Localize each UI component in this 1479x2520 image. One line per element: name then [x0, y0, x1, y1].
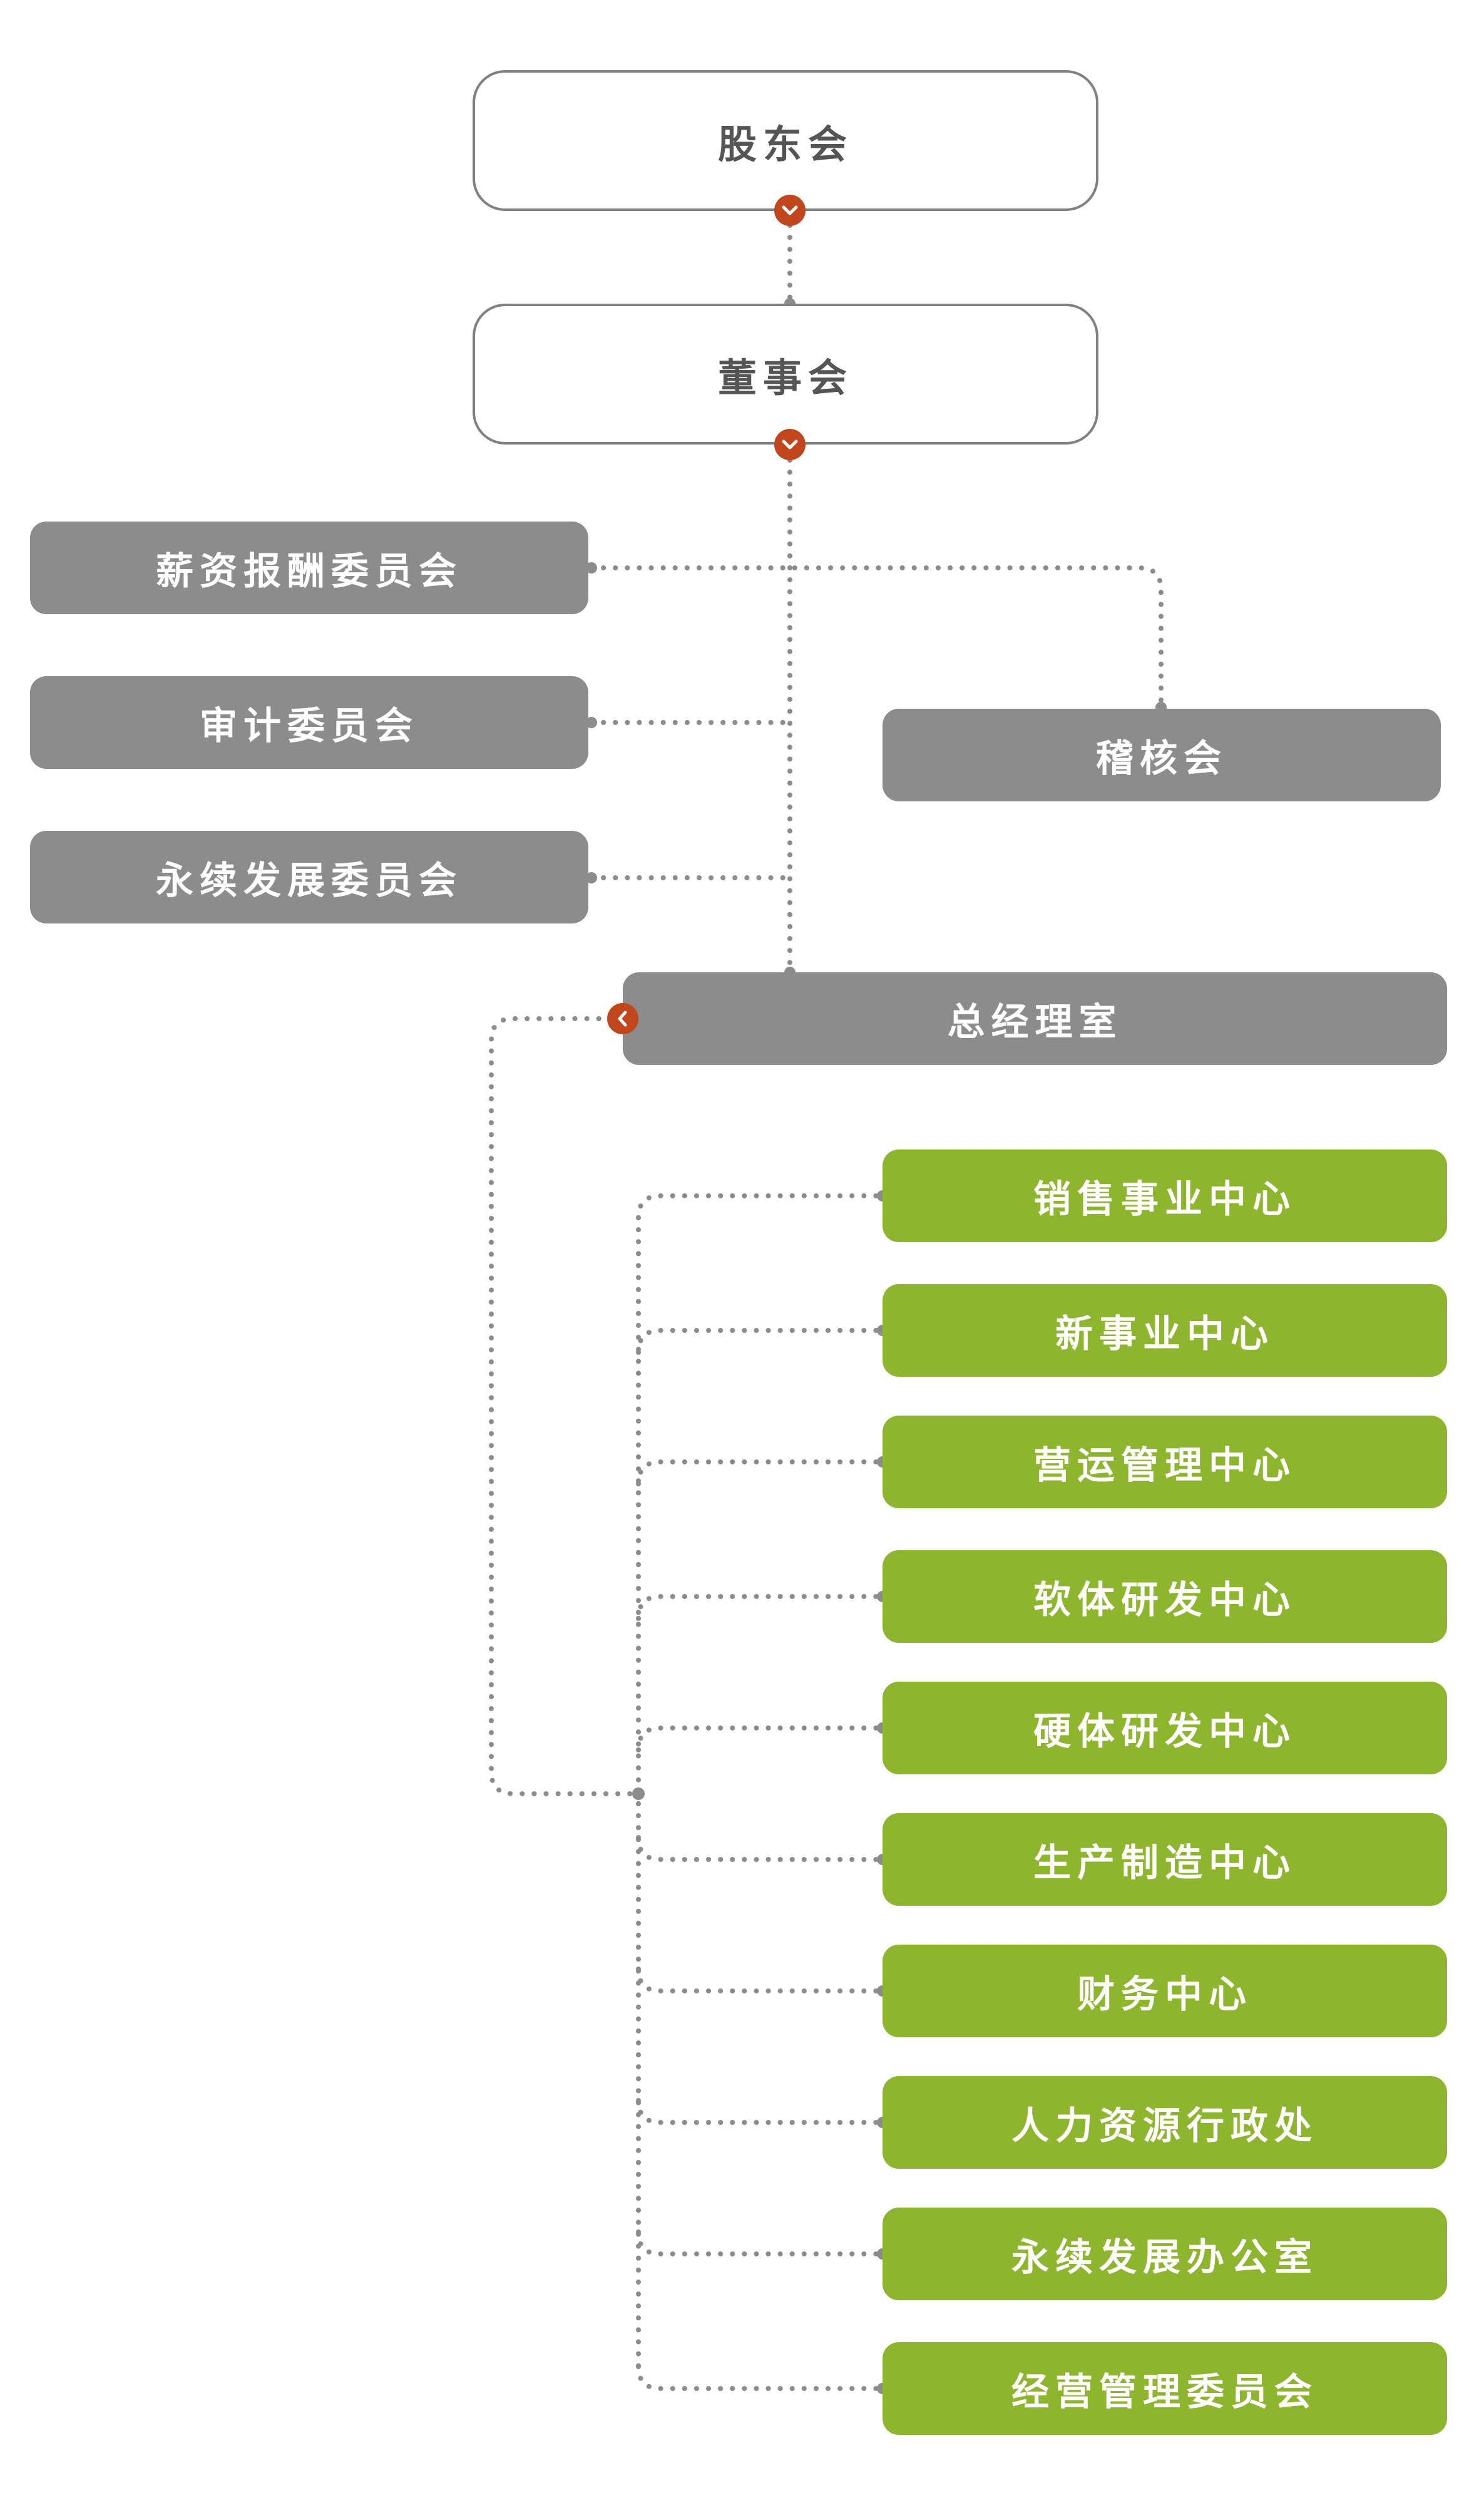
connector-dept-3 [636, 1459, 885, 1486]
node-label: 生产制造中心 [1033, 1841, 1296, 1885]
node-label: 人力资源行政处 [1011, 2104, 1318, 2148]
connector-dept-1 [636, 1193, 885, 1220]
connector-president-loop [489, 1016, 641, 1796]
connector-dept-7 [636, 1967, 885, 1993]
node-label: 销售事业中心 [1033, 1177, 1296, 1221]
node-department: 销售事业中心 [883, 1149, 1447, 1242]
node-label: 财务中心 [1077, 1972, 1252, 2017]
node-label: 永续发展委员会 [156, 858, 463, 903]
node-department: 永续发展办公室 [883, 2208, 1447, 2300]
node-board: 董事会 [473, 304, 1098, 445]
node-label: 经营管理委员会 [1011, 2370, 1318, 2414]
junction-dot [586, 562, 597, 573]
node-shareholders: 股东会 [473, 70, 1098, 211]
node-internal-audit: 稽核会 [883, 709, 1441, 801]
node-label: 稽核会 [1096, 736, 1227, 781]
node-label: 薪资报酬委员会 [156, 549, 463, 594]
node-label: 新事业中心 [1055, 1312, 1274, 1356]
node-department: 财务中心 [883, 1945, 1447, 2037]
junction-dot [632, 1787, 645, 1800]
node-president-office: 总经理室 [623, 972, 1447, 1065]
node-compensation-committee: 薪资报酬委员会 [30, 522, 588, 614]
connector-dept-2 [636, 1328, 885, 1355]
node-label: 软体研发中心 [1033, 1578, 1296, 1622]
node-label: 营运管理中心 [1033, 1443, 1296, 1488]
junction-dot [586, 872, 597, 883]
node-label: 审计委员会 [200, 704, 419, 748]
chevron-down-icon [774, 195, 806, 226]
connector-dept-4 [636, 1594, 885, 1621]
node-label: 硬体研发中心 [1033, 1709, 1296, 1754]
chevron-down-icon [774, 429, 806, 460]
node-department: 软体研发中心 [883, 1550, 1447, 1643]
node-label: 股东会 [717, 121, 853, 167]
node-department: 营运管理中心 [883, 1416, 1447, 1508]
connector-dept-8 [636, 2098, 885, 2125]
node-department: 硬体研发中心 [883, 1682, 1447, 1774]
node-department: 生产制造中心 [883, 1813, 1447, 1906]
node-department: 新事业中心 [883, 1284, 1447, 1377]
node-label: 永续发展办公室 [1011, 2235, 1318, 2280]
node-audit-committee: 审计委员会 [30, 676, 588, 769]
connector-dept-10 [636, 2364, 885, 2391]
node-label: 总经理室 [947, 1000, 1123, 1044]
chevron-left-icon [607, 1003, 638, 1034]
connector-dept-9 [636, 2229, 885, 2256]
connector-dept-6 [636, 1835, 885, 1862]
node-label: 董事会 [717, 354, 853, 401]
node-department: 人力资源行政处 [883, 2076, 1447, 2169]
connector-compensation [589, 565, 1164, 710]
connector-dept-5 [636, 1725, 885, 1752]
junction-dot [586, 717, 597, 728]
node-department: 经营管理委员会 [883, 2342, 1447, 2435]
node-sustainability-committee: 永续发展委员会 [30, 831, 588, 923]
